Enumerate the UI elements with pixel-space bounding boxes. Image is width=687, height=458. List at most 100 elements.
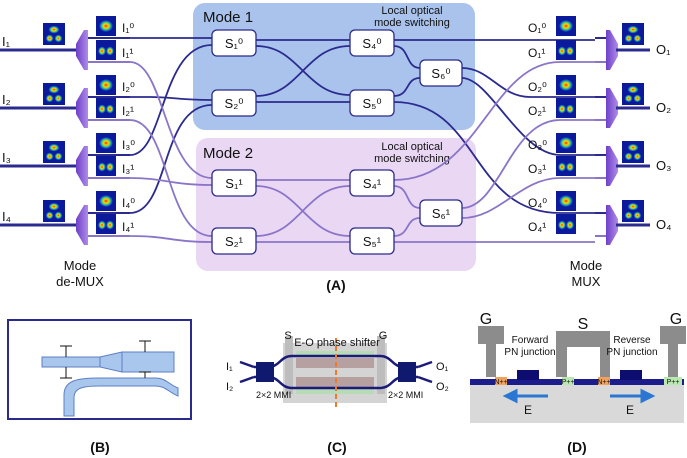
panel-b-caption: (B): [90, 439, 109, 455]
switch-label-s1-1: S₁¹: [225, 176, 243, 191]
doping-label-n-right: N++: [597, 379, 610, 386]
switch-label-s4-0: S₄⁰: [362, 36, 381, 51]
input-mode-label: I₃¹: [122, 162, 134, 176]
signal-electrode: [556, 331, 610, 377]
input-mode-label: I₄¹: [122, 220, 134, 234]
forward-label-2: PN junction: [504, 347, 555, 358]
mode1-profile-icon: [96, 98, 116, 118]
panel-d-caption: (D): [567, 439, 586, 455]
input-port-1: I₁: [2, 34, 11, 49]
right-n-doping: [598, 377, 610, 385]
mzi-input-2: I₂: [226, 381, 233, 393]
doping-label-p-right: P++: [667, 379, 680, 386]
mode0-profile-icon: [556, 133, 576, 153]
mode1-profile-icon: [96, 214, 116, 234]
demux-group-3: [0, 133, 130, 186]
panel-b: (B): [7, 319, 192, 455]
mode1-profile-icon: [96, 40, 116, 60]
switch-s5-1: [349, 227, 395, 255]
input-mode-label: I₃⁰: [122, 138, 135, 152]
output-port-1: O₁: [656, 42, 671, 57]
signal-electrode-pad: [285, 336, 293, 394]
mzi-output-2: O₂: [436, 381, 449, 393]
input-port-4: I₄: [2, 209, 11, 224]
switch-s4-1: [349, 169, 395, 197]
mode1-profile-icon: [556, 40, 576, 60]
mode0-profile-icon: [96, 16, 116, 36]
output-mode-label: O₁⁰: [528, 21, 546, 35]
output-mode-label: O₁¹: [528, 46, 545, 60]
switch-label-s2-1: S₂¹: [225, 234, 244, 249]
right-field-arrowhead: [640, 388, 656, 404]
local-switching-label-1a: Local optical: [381, 5, 442, 17]
mode0-waveguides: [129, 37, 595, 214]
mmi-left-label: 2×2 MMI: [256, 390, 291, 400]
ground-electrode-pad: [377, 336, 385, 394]
electrode-s-label: S: [284, 330, 291, 342]
switch-label-s6-0: S₆⁰: [431, 66, 450, 81]
mzi-input-1: I₁: [226, 361, 233, 373]
local-switching-label-2a: Local optical: [381, 141, 442, 153]
reverse-label-1: Reverse: [613, 335, 651, 346]
output-mode-label: O₄⁰: [528, 196, 547, 210]
input-mode-label: I₁⁰: [122, 21, 134, 35]
right-p-doping: [664, 377, 682, 385]
signal-label: S: [578, 316, 589, 333]
mode0-profile-icon: [556, 75, 576, 95]
panel-c-caption: (C): [327, 439, 346, 455]
output-mode-label: O₃¹: [528, 162, 546, 176]
ground-label-right: G: [670, 311, 682, 328]
combo-mode-icon: [43, 23, 65, 45]
demux-group-1: [0, 16, 130, 70]
mode1-switches: [211, 29, 463, 117]
switch-s4-0: [349, 29, 395, 57]
demux-label-line1: Mode: [64, 258, 97, 273]
field-label-right: E: [626, 403, 634, 417]
doping-label-p-mid: P++: [562, 379, 575, 386]
left-rib: [517, 370, 539, 380]
left-field-arrowhead: [502, 388, 518, 404]
mux-group-2: [556, 75, 650, 128]
switch-label-s6-1: S₆¹: [432, 206, 451, 221]
switch-s2-0: [211, 89, 257, 117]
narrow-waveguide: [41, 356, 101, 368]
mode0-profile-icon: [96, 133, 116, 153]
ground-label-left: G: [480, 311, 492, 328]
left-mmi: [256, 362, 274, 382]
mode0-profile-icon: [556, 16, 576, 36]
panel-a: Mode 1 Mode 2 Local optical mode switchi…: [0, 3, 671, 293]
substrate: [470, 385, 684, 423]
phase-shifter-label: E-O phase shifter: [294, 337, 380, 349]
middle-p-doping: [562, 377, 574, 385]
silicon-slab: [470, 379, 684, 385]
switch-label-s5-1: S₅¹: [363, 234, 382, 249]
panel-c: S G E-O phase shifter I₁ I₂ O₁ O₂ 2×2 MM…: [226, 330, 449, 455]
mode1-region: [193, 3, 475, 130]
electrode-g-label: G: [379, 330, 388, 342]
mode2-title: Mode 2: [203, 145, 253, 162]
output-port-2: O₂: [656, 100, 671, 115]
metal-contacts: [478, 326, 686, 377]
combo-mode-icon: [622, 200, 644, 222]
output-port-3: O₃: [656, 158, 671, 173]
mode1-profile-icon: [556, 214, 576, 234]
left-ground-electrode: [478, 326, 504, 377]
input-mode-label: I₂⁰: [122, 80, 135, 94]
mode1-title: Mode 1: [203, 9, 253, 26]
right-mmi: [398, 362, 416, 382]
combo-mode-icon: [43, 200, 65, 222]
doping-label-n-left: N++: [494, 379, 507, 386]
input-port-3: I₃: [2, 150, 11, 165]
switch-s1-0: [211, 29, 257, 57]
switch-s5-0: [349, 89, 395, 117]
input-port-2: I₂: [2, 92, 11, 107]
switch-label-s1-0: S₁⁰: [225, 36, 243, 51]
demux-group-4: [0, 191, 130, 245]
switch-s6-1: [419, 199, 463, 227]
switch-label-s2-0: S₂⁰: [225, 96, 244, 111]
panel-a-caption: (A): [326, 277, 345, 293]
mode0-profile-icon: [556, 191, 576, 211]
panel-d: G S G Forward PN junction Reverse PN jun…: [470, 311, 686, 455]
output-mode-label: O₃⁰: [528, 138, 547, 152]
